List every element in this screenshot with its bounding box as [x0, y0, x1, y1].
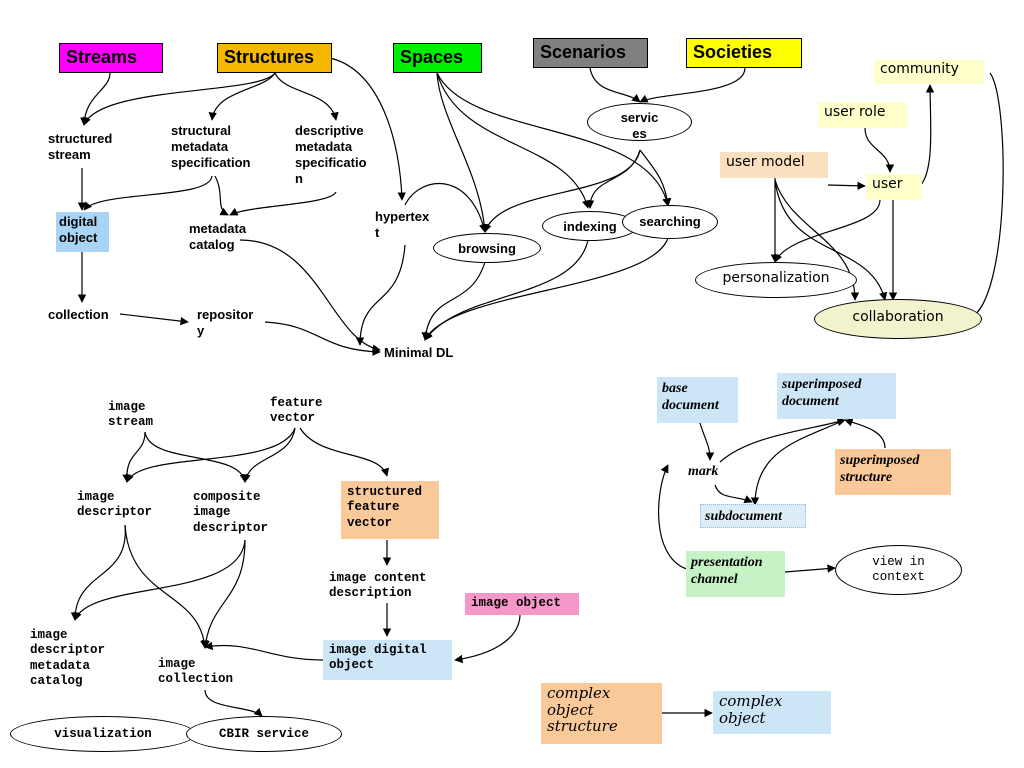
edge-structure-superimposed — [844, 418, 886, 449]
structured-feature-vector-node: structured feature vector — [341, 481, 439, 539]
image-collection-label: image collection — [158, 657, 234, 687]
image-object-node: image object — [465, 593, 579, 615]
edge-superimposed-subdocument — [750, 421, 841, 506]
subdocument-node: subdocument — [700, 504, 806, 528]
descriptive-metadata-label: descriptive metadata specificatio n — [295, 123, 367, 186]
edge-user-personalization — [774, 199, 881, 263]
hypertext-label: hypertex t — [375, 209, 430, 240]
edge-descriptive-metadata-catalog — [229, 191, 337, 216]
societies-header: Societies — [686, 38, 802, 68]
edge-structural-digital-object — [83, 175, 213, 211]
composite-descriptor-label: composite image descriptor — [193, 490, 269, 535]
metadata-catalog-label: metadata catalog — [189, 221, 247, 252]
edge-societies-services — [639, 67, 746, 103]
edge-services-indexing — [585, 149, 641, 209]
spaces-header: Spaces — [393, 43, 482, 73]
view-in-context-ellipse: view in context — [835, 545, 962, 595]
edge-structures-descriptive — [274, 72, 339, 121]
structural-metadata-label: structural metadata specification — [171, 123, 251, 170]
edge-browsing-minimal-dl — [421, 261, 486, 341]
repository-label: repositor y — [197, 307, 254, 338]
community-node: community — [874, 60, 984, 84]
cbir-service-ellipse: CBIR service — [186, 716, 342, 752]
edge-structures-structured-stream — [82, 72, 276, 126]
presentation-channel-node: presentation channel — [686, 551, 785, 597]
edge-hypertext-browsing — [404, 182, 488, 233]
edge-structural-metadata-catalog — [214, 175, 229, 216]
edge-mark-subdocument — [714, 484, 753, 504]
edge-community-collaboration — [969, 72, 1004, 319]
user-node: user — [866, 174, 922, 200]
browsing-ellipse: browsing — [433, 233, 541, 263]
scenarios-header: Scenarios — [533, 38, 648, 68]
edge-services-searching — [639, 149, 672, 207]
mark-label: mark — [688, 464, 719, 479]
user-model-node: user model — [720, 152, 828, 178]
edge-scenarios-services — [589, 67, 641, 103]
edge-presentation-view — [784, 564, 836, 573]
edge-spaces-indexing — [436, 72, 591, 209]
edge-composite-collection — [201, 539, 246, 649]
user-role-node: user role — [818, 102, 907, 128]
superimposed-structure-node: superimposed structure — [835, 449, 951, 495]
edge-feature-vector-structured — [299, 427, 390, 477]
services-ellipse: servic es — [587, 103, 692, 141]
edge-user-community — [919, 84, 935, 187]
edge-descriptor-collection — [124, 524, 209, 649]
edge-searching-minimal-dl — [424, 237, 669, 341]
edge-spaces-browsing — [436, 72, 489, 233]
structured-stream-label: structured stream — [48, 131, 113, 162]
image-descriptor-label: image descriptor — [77, 490, 153, 520]
complex-object-structure-node: complex object structure — [541, 683, 662, 744]
edge-mark-superimposed — [719, 418, 846, 463]
image-stream-label: image stream — [108, 400, 154, 430]
edge-digital-object-collection — [204, 641, 324, 661]
edge-metadata-catalog-minimal-dl — [239, 239, 381, 353]
edge-streams-structured-stream — [80, 72, 111, 126]
image-digital-object-node: image digital object — [323, 640, 452, 680]
minimal-dl-label: Minimal DL — [384, 345, 454, 360]
edge-structures-structural — [208, 72, 276, 121]
edge-image-stream-descriptor — [122, 431, 146, 483]
collection-label: collection — [48, 307, 109, 322]
edge-spaces-searching — [436, 72, 671, 207]
complex-object-node: complex object — [713, 691, 831, 734]
edge-presentation-mark — [657, 464, 691, 571]
edge-collection-repository — [119, 313, 189, 326]
edge-user-model-user — [827, 181, 866, 190]
edge-repository-minimal-dl — [264, 321, 381, 356]
edge-base-mark — [699, 422, 715, 461]
visualization-ellipse: visualization — [10, 716, 196, 752]
edge-feature-vector-composite — [242, 427, 296, 483]
superimposed-document-node: superimposed document — [777, 373, 896, 419]
structures-header: Structures — [217, 43, 332, 73]
digital-object-node: digital object — [56, 212, 109, 252]
streams-header: Streams — [59, 43, 163, 73]
edge-image-object-digital-object — [454, 613, 521, 664]
edge-user-role-user — [864, 127, 895, 173]
collaboration-ellipse: collaboration — [814, 299, 982, 339]
edge-composite-catalog — [73, 539, 246, 621]
searching-ellipse: searching — [622, 205, 718, 239]
edge-structures-hypertext — [329, 57, 406, 201]
indexing-ellipse: indexing — [542, 211, 638, 241]
edge-collection-cbir — [204, 689, 263, 717]
base-document-node: base document — [657, 377, 738, 423]
edge-descriptor-catalog — [70, 524, 126, 621]
edge-user-model-collaboration-a — [774, 179, 888, 301]
edge-image-stream-composite — [144, 431, 248, 483]
image-descriptor-metadata-catalog-label: image descriptor metadata catalog — [30, 628, 106, 688]
feature-vector-label: feature vector — [270, 396, 323, 426]
image-content-description-label: image content description — [329, 571, 427, 601]
personalization-ellipse: personalization — [695, 262, 857, 298]
edge-hypertext-minimal-dl — [355, 244, 406, 346]
edge-feature-vector-descriptor — [125, 427, 296, 483]
